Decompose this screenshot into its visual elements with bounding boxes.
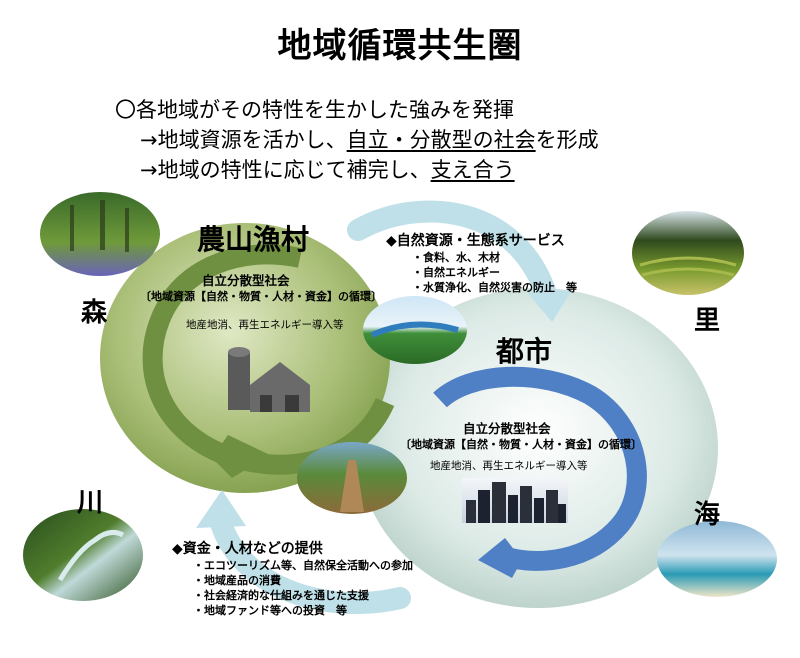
intro-line-2-underline-1: 自立・分散型の [346,128,494,152]
page-title: 地域循環共生圏 [277,26,523,66]
forest-photo [40,192,160,276]
urban-label: 都市 [496,335,553,368]
river-photo [23,509,143,601]
urban-cycle-arrow-head [478,538,522,578]
rural-society-label: 自立分散型社会 [202,273,290,288]
landscape-photo [363,296,467,364]
services-heading: ◆自然資源・生態系サービス [386,233,565,249]
services-list: ・食料、水、木材 ・自然エネルギー ・水質浄化、自然災害の防止 等 [412,250,577,295]
place-sea: 海 [694,500,721,530]
intro-line-2-suffix: を形成 [535,128,599,152]
flow-arrow-to-rural [209,509,411,615]
rural-cycle-label: 〔地域資源【自然・物質・人材・資金】の循環〕 [140,290,382,303]
intro-line-3: →地域の特性に応じて補完し、支え合う [140,154,515,184]
rural-cycle-arrow-head [212,435,270,478]
place-forest: 森 [81,298,108,328]
rural-label: 農山漁村 [197,223,310,256]
urban-cycle-arrow [433,366,647,571]
flow-arrow-to-urban [347,200,559,311]
services-item: ・食料、水、木材 [412,251,500,264]
place-river: 川 [77,488,104,518]
urban-note: 地産地消、再生エネルギー導入等 [430,460,588,472]
services-item: ・自然エネルギー [412,266,500,279]
intro-line-2-underline-2: 社会 [493,128,536,152]
support-item: ・エコツーリズム等、自然保全活動への参加 [193,559,413,572]
services-item: ・水質浄化、自然災害の防止 等 [412,281,577,294]
support-item: ・社会経済的な仕組みを通じた支援 [193,589,369,602]
barn-illustration [228,347,310,412]
intro-line-3-prefix: →地域の特性に応じて補完し、 [140,158,431,182]
flow-arrow-to-urban-head [527,290,572,322]
urban-society-label: 自立分散型社会 [463,421,551,436]
intro-line-2: →地域資源を活かし、自立・分散型の社会を形成 [140,124,599,154]
urban-cycle-label: 〔地域資源【自然・物質・人材・資金】の循環〕 [400,438,642,451]
support-item: ・地域ファンド等への投資 等 [193,604,347,617]
road-photo [297,442,407,514]
place-village: 里 [694,306,721,336]
support-heading: ◆資金・人材などの提供 [172,541,323,557]
city-skyline-illustration [462,478,568,523]
intro-line-1: 〇各地域がその特性を生かした強みを発揮 [115,98,514,122]
intro-line-2-prefix: →地域資源を活かし、 [140,128,347,152]
village-photo [632,211,744,295]
support-item: ・地域産品の消費 [193,574,281,587]
intro-line-3-underline: 支え合う [430,158,515,182]
rural-note: 地産地消、再生エネルギー導入等 [186,319,344,331]
support-list: ・エコツーリズム等、自然保全活動への参加 ・地域産品の消費 ・社会経済的な仕組み… [193,558,413,618]
flow-arrow-to-rural-head [196,490,246,528]
sea-photo [657,521,777,597]
